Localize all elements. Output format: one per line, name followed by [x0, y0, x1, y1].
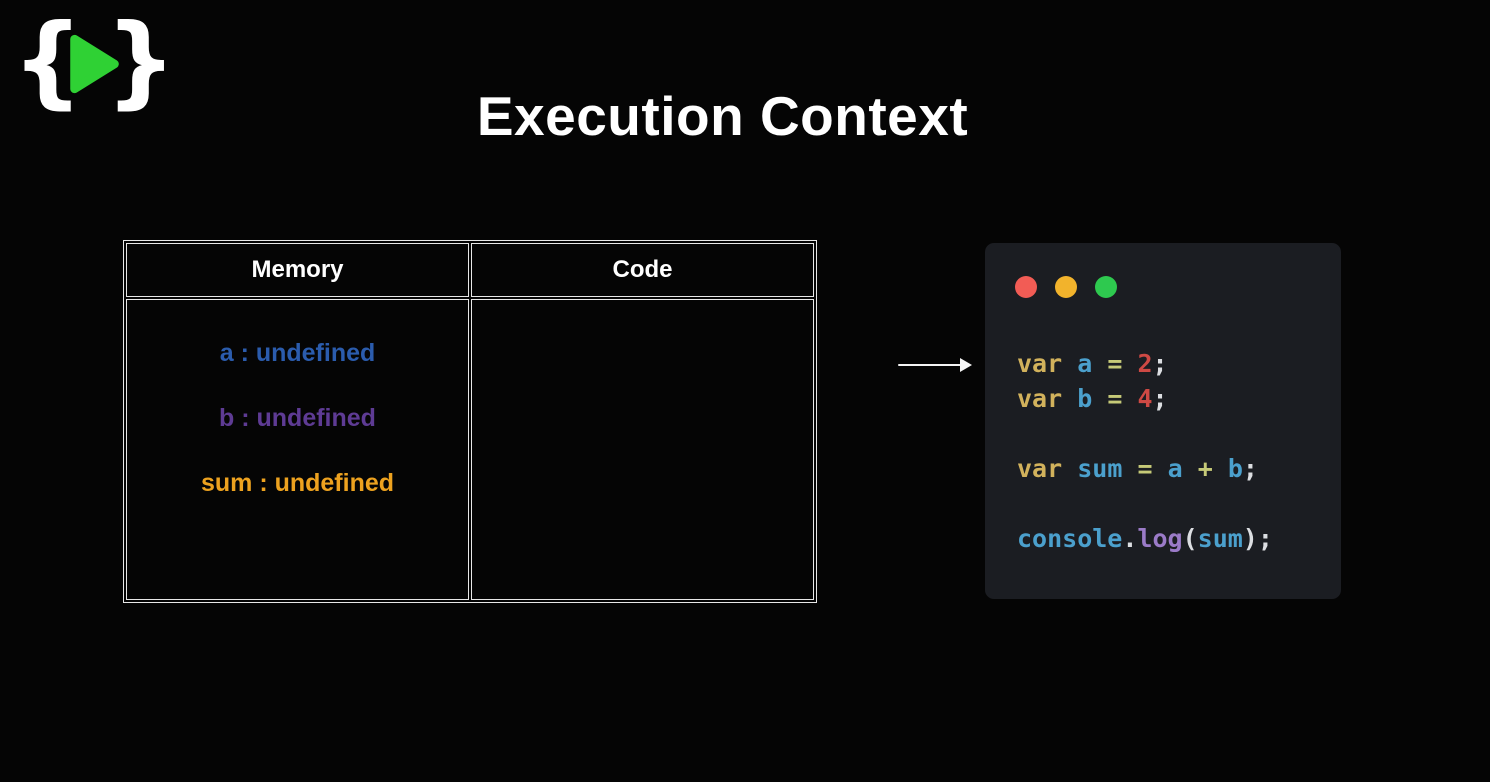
code-line	[1017, 486, 1273, 521]
zoom-button[interactable]	[1095, 276, 1117, 298]
code-cell	[471, 299, 814, 600]
memory-list: a : undefined b : undefined sum : undefine…	[127, 300, 468, 496]
memory-item: a : undefined	[219, 339, 376, 367]
right-arrow-icon	[898, 357, 972, 373]
code-editor-window: var a = 2; var b = 4; var sum = a + b; cons…	[985, 243, 1341, 599]
arrow-shaft	[898, 364, 962, 366]
minimize-button[interactable]	[1055, 276, 1077, 298]
window-controls	[1015, 276, 1117, 298]
code-line: var sum = a + b;	[1017, 454, 1258, 483]
arrow-head	[960, 358, 972, 372]
code-line: var b = 4;	[1017, 384, 1168, 413]
page-title: Execution Context	[476, 85, 969, 147]
code-line: console.log(sum);	[1017, 524, 1273, 553]
memory-cell: a : undefined b : undefined sum : undefine…	[126, 299, 469, 600]
code-line	[1017, 416, 1273, 451]
code-line: var a = 2;	[1017, 349, 1168, 378]
memory-column-header: Memory	[126, 243, 469, 297]
code-column-header: Code	[471, 243, 814, 297]
execution-context-table: Memory Code a : undefined b : undefined su…	[123, 240, 817, 603]
memory-item: sum : undefined	[200, 469, 395, 497]
play-triangle-icon	[70, 34, 120, 94]
memory-item: b : undefined	[219, 404, 376, 432]
play-icon	[67, 31, 121, 97]
close-button[interactable]	[1015, 276, 1037, 298]
code-block: var a = 2; var b = 4; var sum = a + b; cons…	[1017, 346, 1273, 556]
channel-logo: { }	[12, 0, 176, 128]
